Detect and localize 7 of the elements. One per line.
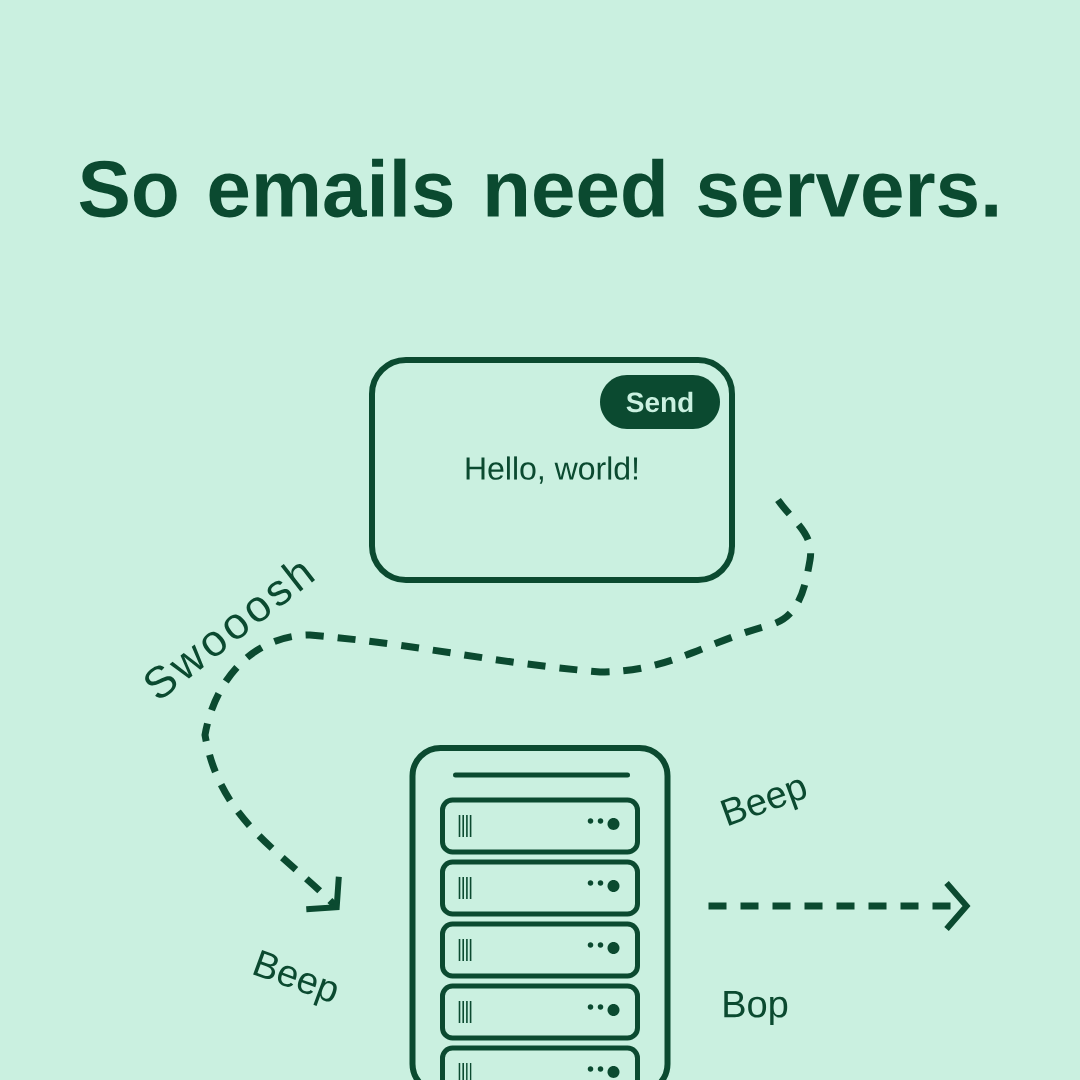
sound-label: Beep (720, 779, 807, 826)
arrow (201, 497, 815, 913)
server-drawing (409, 745, 671, 1080)
arrow (708, 881, 971, 931)
sound-label: Beep (253, 949, 337, 1006)
title: So emails need servers. (79, 158, 997, 218)
sound-label: Bop (724, 991, 788, 1026)
